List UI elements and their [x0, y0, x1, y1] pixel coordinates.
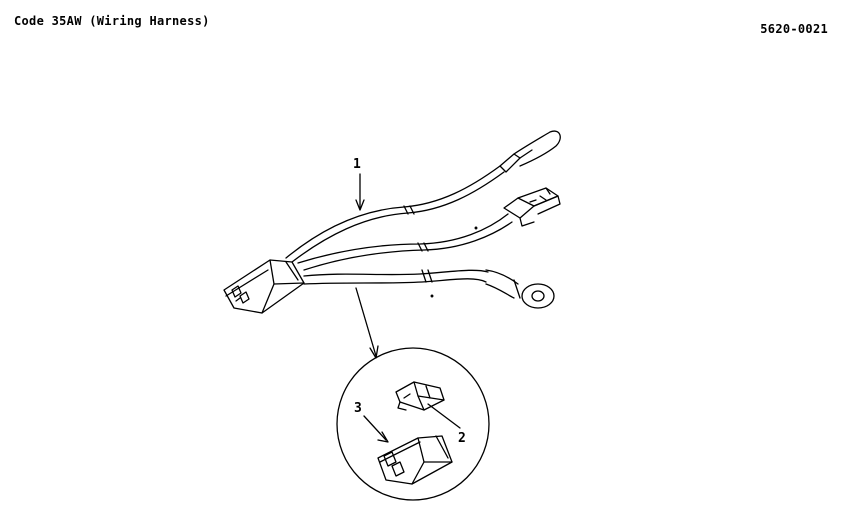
wire-spade: [285, 130, 561, 263]
callout-1: 1: [353, 157, 361, 172]
wire-push-connector: [297, 187, 561, 271]
wire-ring-terminal: [303, 269, 555, 309]
leader-lines: [355, 173, 379, 359]
callout-2: 2: [458, 431, 466, 446]
callout-3: 3: [354, 401, 362, 416]
page-title: Code 35AW (Wiring Harness): [14, 14, 210, 28]
main-connector: [223, 259, 305, 314]
detail-circle: [336, 347, 490, 501]
detail-housing: [377, 435, 453, 485]
part-number: 5620-0021: [760, 22, 828, 36]
detail-connector-small: [395, 381, 445, 411]
